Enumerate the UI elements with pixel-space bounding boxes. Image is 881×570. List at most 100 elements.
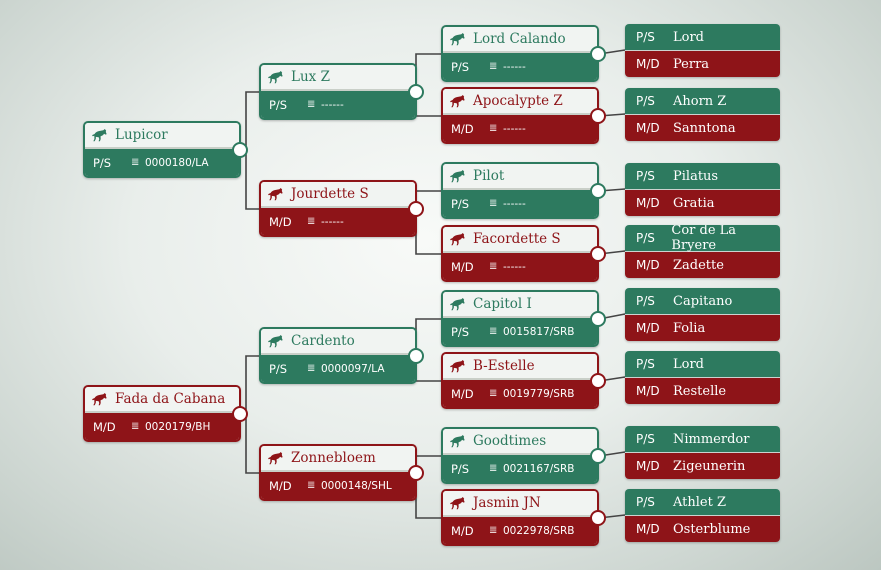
granddam-node-expand-handle[interactable] — [590, 510, 606, 526]
great-grandsire-name[interactable]: Cor de La Bryere — [671, 225, 737, 253]
great-grandsire-name[interactable]: Lord — [673, 29, 704, 45]
granddam-node-expand-handle[interactable] — [590, 373, 606, 389]
sire-node-details: P/S≣0000097/LA — [261, 355, 415, 382]
sire-label: P/S — [636, 357, 655, 371]
list-icon: ≣ — [307, 216, 316, 227]
grandsire-node-name-bar: Lord Calando — [443, 27, 597, 53]
great-granddam-name[interactable]: Zigeunerin — [673, 458, 746, 474]
grandsire-node-name[interactable]: Capitol I — [473, 296, 532, 312]
grandsire-node-name[interactable]: Pilot — [473, 168, 505, 184]
granddam-node-name[interactable]: Apocalypte Z — [473, 93, 563, 109]
granddam-node-expand-handle[interactable] — [590, 108, 606, 124]
great-granddam-name[interactable]: Folia — [673, 320, 706, 336]
granddam-node-name[interactable]: Facordette S — [473, 231, 561, 247]
great-grandsire-name[interactable]: Ahorn Z — [673, 93, 727, 109]
sire-node-expand-handle[interactable] — [408, 84, 424, 100]
dam-node-details: M/D≣0000148/SHL — [261, 472, 415, 499]
great-granddam-name[interactable]: Osterblume — [673, 521, 751, 537]
great-granddam-name[interactable]: Zadette — [673, 257, 724, 273]
granddam-node-name[interactable]: B-Estelle — [473, 358, 535, 374]
grandsire-node-expand-handle[interactable] — [590, 46, 606, 62]
subject-horse-name[interactable]: Fada da Cabana — [115, 391, 226, 407]
sire-node-name[interactable]: Cardento — [291, 333, 355, 349]
granddam-node-registration: ------ — [503, 260, 526, 273]
horse-icon — [449, 496, 467, 510]
dam-node-expand-handle[interactable] — [408, 465, 424, 481]
granddam-node-registration: 0019779/SRB — [503, 387, 575, 400]
list-icon: ≣ — [489, 388, 498, 399]
great-grandsire-name[interactable]: Pilatus — [673, 168, 719, 184]
great-granddam-name[interactable]: Restelle — [673, 383, 727, 399]
sire-node-name[interactable]: Lux Z — [291, 69, 330, 85]
dam-node-registration: 0000148/SHL — [321, 479, 392, 492]
subject-horse-expand-handle[interactable] — [232, 406, 248, 422]
grandsire-node-registration: ------ — [503, 60, 526, 73]
dam-node-expand-handle[interactable] — [408, 201, 424, 217]
horse-icon — [91, 128, 109, 142]
granddam-node-sex-label: M/D — [451, 523, 474, 538]
dam-node-name-bar: Zonnebloem — [261, 446, 415, 472]
list-icon: ≣ — [489, 198, 498, 209]
great-grandsire-name[interactable]: Nimmerdor — [673, 431, 750, 447]
dam-node-name[interactable]: Jourdette S — [291, 186, 369, 202]
horse-icon — [267, 70, 285, 84]
great-grandsire-row[interactable]: P/S Lord — [625, 351, 780, 378]
subject-horse-name[interactable]: Lupicor — [115, 127, 168, 143]
granddam-node-name[interactable]: Jasmin JN — [473, 495, 541, 511]
great-granddam-name[interactable]: Gratia — [673, 195, 715, 211]
sire-node-sex-label: P/S — [269, 97, 288, 112]
great-grandsire-name[interactable]: Athlet Z — [673, 494, 726, 510]
grandsire-node-name[interactable]: Goodtimes — [473, 433, 547, 449]
great-granddam-name[interactable]: Perra — [673, 56, 710, 72]
granddam-node-name-bar: Facordette S — [443, 227, 597, 253]
grandsire-node-expand-handle[interactable] — [590, 311, 606, 327]
granddam-node-expand-handle[interactable] — [590, 246, 606, 262]
great-grandsire-name[interactable]: Lord — [673, 356, 704, 372]
great-grandsire-name[interactable]: Capitano — [673, 293, 733, 309]
list-icon: ≣ — [489, 123, 498, 134]
dam-node-name[interactable]: Zonnebloem — [291, 450, 376, 466]
grandsire-node-sex-label: P/S — [451, 461, 470, 476]
great-granddam-name[interactable]: Sanntona — [673, 120, 736, 136]
sire-node-expand-handle[interactable] — [408, 348, 424, 364]
grandsire-node-expand-handle[interactable] — [590, 183, 606, 199]
subject-horse-expand-handle[interactable] — [232, 142, 248, 158]
horse-icon — [449, 169, 467, 183]
list-icon: ≣ — [489, 61, 498, 72]
grandsire-node-name[interactable]: Lord Calando — [473, 31, 566, 47]
list-icon: ≣ — [489, 525, 498, 536]
horse-icon — [267, 451, 285, 465]
horse-icon — [91, 392, 109, 406]
grandsire-node-expand-handle[interactable] — [590, 448, 606, 464]
